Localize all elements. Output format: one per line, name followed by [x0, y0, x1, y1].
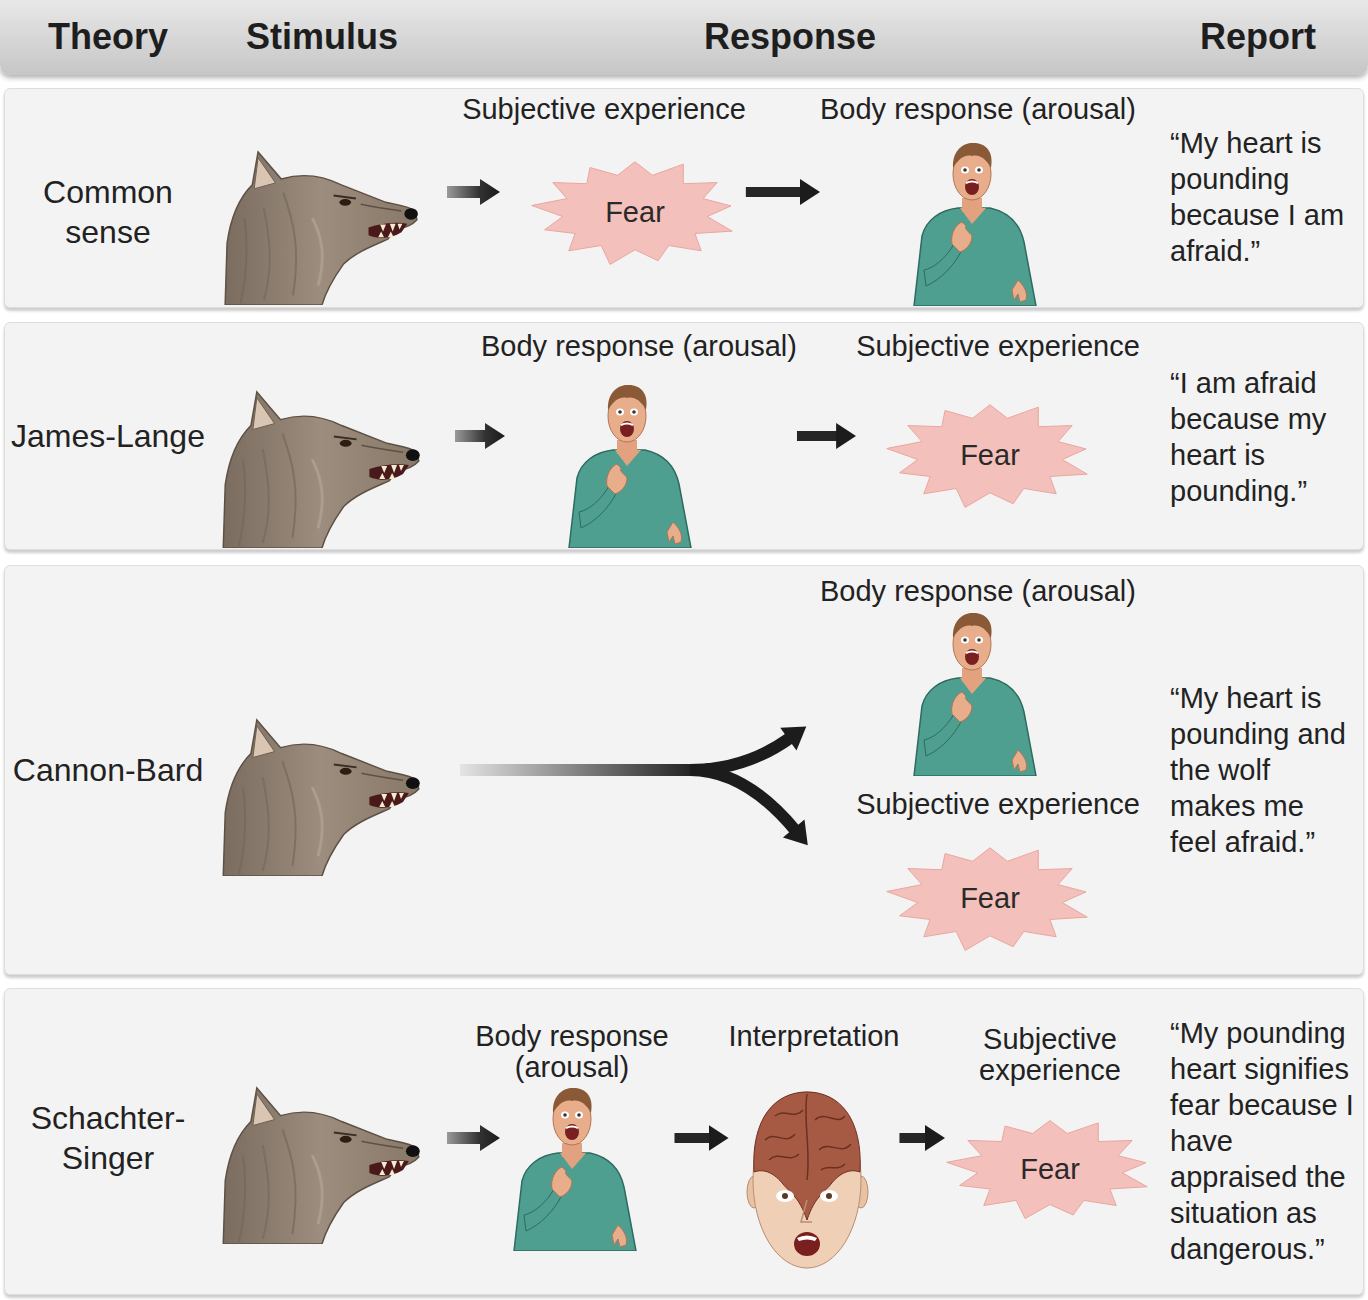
starburst-outline [887, 848, 1087, 951]
fork-arrow [460, 715, 819, 854]
figure-area [745, 1080, 870, 1272]
experience-node: Subjective experienceFear [856, 331, 1140, 510]
arousal-node: Body response (arousal) [470, 1021, 675, 1251]
report-quote: “My heart is pounding because I am afrai… [1170, 125, 1356, 269]
interpretation-node: Interpretation [729, 1021, 900, 1272]
flow-arrow [899, 1133, 931, 1143]
stage-heading: Body response (arousal) [820, 576, 1136, 607]
report-quote: “My heart is pounding and the wolf makes… [1170, 680, 1356, 860]
stage-heading: Body response (arousal) [481, 331, 797, 362]
flow-arrow [746, 187, 806, 197]
starburst-outline [887, 405, 1087, 508]
stage-heading: Interpretation [729, 1021, 900, 1052]
emotion-word: Fear [960, 882, 1020, 914]
starburst: Fear [945, 1116, 1155, 1221]
stage-heading: Subjective experience [970, 1024, 1130, 1086]
report-quote: “My pounding heart signifies fear becaus… [1170, 1015, 1356, 1267]
starburst-outline [947, 1121, 1147, 1219]
experience-node: Subjective experienceFear [462, 94, 746, 267]
theory-name: Common sense [28, 172, 188, 252]
theory-band: Schachter- Singer “My pounding heart sign… [4, 988, 1364, 1295]
theory-name: Schachter- Singer [28, 1098, 188, 1178]
header-bar: Theory Stimulus Response Report [0, 0, 1368, 75]
figure-area [500, 1085, 645, 1251]
column-heading: Report [1200, 16, 1316, 58]
experience-node: Subjective experienceFear [945, 1024, 1155, 1221]
stage-heading: Subjective experience [856, 789, 1140, 820]
theory-band: Cannon-Bard “My heart is pounding and the… [4, 565, 1364, 975]
theory-name: Cannon-Bard [8, 750, 208, 790]
wolf-picture [225, 152, 418, 305]
figure-area [900, 610, 1045, 776]
man-picture [914, 613, 1036, 776]
report-quote: “I am afraid because my heart is poundin… [1170, 365, 1356, 509]
man-picture [569, 385, 691, 548]
experience-node: Subjective experienceFear [856, 789, 1140, 953]
stimulus-arrow [447, 179, 500, 205]
column-heading: Response [704, 16, 876, 58]
stimulus-arrow [455, 423, 505, 449]
theory-band: James-Lange “I am afraid because my heart… [4, 322, 1364, 550]
stage-heading: Body response (arousal) [470, 1021, 675, 1083]
starburst: Fear [885, 843, 1095, 953]
starburst: Fear [885, 400, 1095, 510]
man-picture [514, 1088, 636, 1251]
emotion-word: Fear [605, 196, 665, 228]
column-heading: Stimulus [246, 16, 398, 58]
arousal-node: Body response (arousal) [481, 331, 797, 548]
wolf-picture [223, 1088, 420, 1244]
stage-heading: Body response (arousal) [820, 94, 1136, 125]
stimulus-arrow [447, 1125, 500, 1151]
emotion-word: Fear [1020, 1153, 1080, 1185]
wolf-picture [223, 720, 420, 876]
head-picture [747, 1092, 868, 1268]
column-heading: Theory [48, 16, 168, 58]
stage-heading: Subjective experience [856, 331, 1140, 362]
stage-heading: Subjective experience [462, 94, 746, 125]
arousal-node: Body response (arousal) [820, 94, 1136, 306]
theory-name: James-Lange [8, 416, 208, 456]
flow-arrow [797, 431, 842, 441]
figure-area [900, 140, 1045, 306]
starburst: Fear [530, 157, 740, 267]
wolf-picture [223, 392, 420, 548]
man-picture [914, 143, 1036, 306]
arousal-node: Body response (arousal) [820, 576, 1136, 776]
theory-band: Common sense “My heart is pounding becaus… [4, 88, 1364, 308]
starburst-outline [532, 162, 732, 265]
emotion-word: Fear [960, 439, 1020, 471]
figure-area [555, 382, 700, 548]
flow-arrow [675, 1133, 715, 1143]
